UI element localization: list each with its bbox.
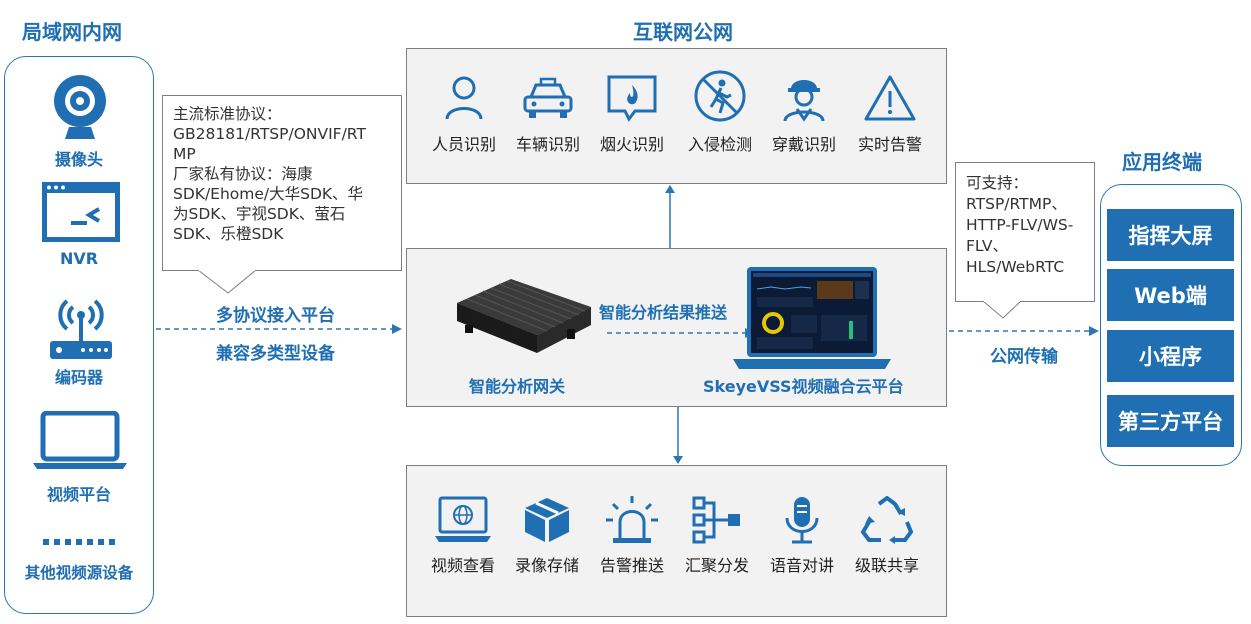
nvr-icon [42, 182, 120, 242]
protocol-note-line: GB28181/RTSP/ONVIF/RT [173, 125, 366, 143]
feature-label: 烟火识别 [599, 135, 664, 154]
support-note-line: HTTP-FLV/WS- [966, 216, 1074, 234]
no-entry-icon [694, 70, 746, 122]
lan-title: 局域网内网 [22, 20, 122, 44]
lan-to-center-arrow [156, 324, 402, 334]
protocol-note: 主流标准协议： GB28181/RTSP/ONVIF/RT MP 厂家私有协议：… [162, 95, 402, 271]
support-note-line: FLV、 [966, 237, 1008, 255]
center-to-features-arrow [665, 185, 675, 248]
center-to-services-arrow [673, 407, 683, 464]
callout-tail [198, 269, 257, 294]
feature-fire: 烟火识别 [590, 73, 674, 155]
monitor-globe-icon [435, 496, 491, 542]
distribution-icon [692, 496, 740, 544]
feature-vehicle: 车辆识别 [506, 73, 590, 155]
terminal-web[interactable]: Web端 [1107, 269, 1234, 321]
device-label-other: 其他视频源设备 [24, 564, 134, 582]
gateway-label: 智能分析网关 [469, 377, 566, 396]
terminal-third-party[interactable]: 第三方平台 [1107, 395, 1234, 447]
service-label: 视频查看 [430, 556, 495, 575]
laptop-icon [33, 411, 127, 469]
support-note: 可支持： RTSP/RTMP、 HTTP-FLV/WS- FLV、 HLS/We… [955, 162, 1095, 302]
gateway-device-image [457, 279, 591, 353]
terminals-title: 应用终端 [1122, 150, 1202, 174]
fire-icon [607, 75, 657, 122]
protocol-note-line: MP [173, 145, 196, 163]
feature-label: 车辆识别 [515, 135, 580, 154]
feature-label: 人员识别 [431, 135, 496, 154]
service-label: 级联共享 [854, 556, 919, 575]
service-cascade: 级联共享 [845, 496, 929, 576]
service-recording: 录像存储 [505, 496, 589, 576]
ellipsis-icon [43, 539, 115, 545]
protocol-note-line: 为SDK、宇视SDK、萤石 [173, 205, 346, 223]
service-intercom: 语音对讲 [760, 496, 844, 576]
support-note-line: 可支持： [966, 174, 1029, 192]
service-alarm-push: 告警推送 [590, 496, 674, 576]
service-label: 告警推送 [599, 556, 664, 575]
access-label-1: 多协议接入平台 [216, 306, 335, 326]
lan-panel: 摄像头 NVR 编码器 视频平台 其他视频源设备 [4, 56, 154, 614]
platform-dashboard-image [733, 267, 891, 369]
terminal-mini-program[interactable]: 小程序 [1107, 330, 1234, 382]
device-label-nvr: NVR [59, 249, 99, 268]
protocol-note-line: 厂家私有协议：海康 [173, 165, 313, 183]
ai-features-panel: 人员识别 车辆识别 烟火识别 入侵检测 [406, 48, 947, 184]
service-label: 语音对讲 [769, 556, 834, 575]
access-label-2: 兼容多类型设备 [216, 344, 335, 364]
car-icon [523, 77, 573, 118]
feature-label: 实时告警 [857, 135, 922, 154]
support-note-line: HLS/WebRTC [966, 258, 1065, 276]
terminal-command-screen[interactable]: 指挥大屏 [1107, 209, 1234, 261]
feature-intrusion: 入侵检测 [678, 70, 762, 155]
feature-alarm: 实时告警 [848, 73, 932, 155]
service-label: 汇聚分发 [684, 556, 749, 575]
service-label: 录像存储 [514, 556, 579, 575]
device-label-video-platform: 视频平台 [46, 485, 111, 504]
support-note-line: RTSP/RTMP、 [966, 195, 1067, 213]
feature-label: 穿戴识别 [771, 135, 836, 154]
center-to-terminals-arrow [949, 326, 1099, 336]
microphone-icon [785, 497, 819, 544]
device-label-encoder: 编码器 [54, 368, 103, 387]
protocol-note-line: SDK/Ehome/大华SDK、华 [173, 185, 364, 203]
services-panel: 视频查看 录像存储 告警推送 汇聚分发 [406, 465, 947, 617]
helmet-worker-icon [783, 80, 825, 122]
support-callout-tail [983, 300, 1022, 319]
router-icon [50, 299, 112, 359]
webcam-icon [54, 75, 106, 139]
device-label-camera: 摄像头 [54, 150, 103, 169]
person-icon [445, 76, 483, 120]
alarm-light-icon [606, 496, 658, 543]
center-panel: 智能分析结果推送 智能分析网关 SkeyeVSS视频融合云平台 [406, 248, 947, 407]
protocol-note-line: 主流标准协议： [173, 105, 282, 123]
public-net-label: 公网传输 [990, 347, 1058, 367]
feature-label: 入侵检测 [687, 135, 752, 154]
protocol-note-line: SDK、乐橙SDK [173, 225, 284, 243]
internet-title: 互联网公网 [633, 20, 733, 44]
push-label: 智能分析结果推送 [599, 303, 728, 322]
box-icon [525, 498, 569, 542]
warning-icon [864, 75, 916, 121]
platform-label: SkeyeVSS视频融合云平台 [703, 377, 904, 396]
service-distribution: 汇聚分发 [675, 496, 759, 576]
feature-person: 人员识别 [422, 73, 506, 155]
feature-wearing: 穿戴识别 [762, 73, 846, 155]
service-video-view: 视频查看 [421, 496, 505, 576]
recycle-icon [860, 496, 914, 544]
